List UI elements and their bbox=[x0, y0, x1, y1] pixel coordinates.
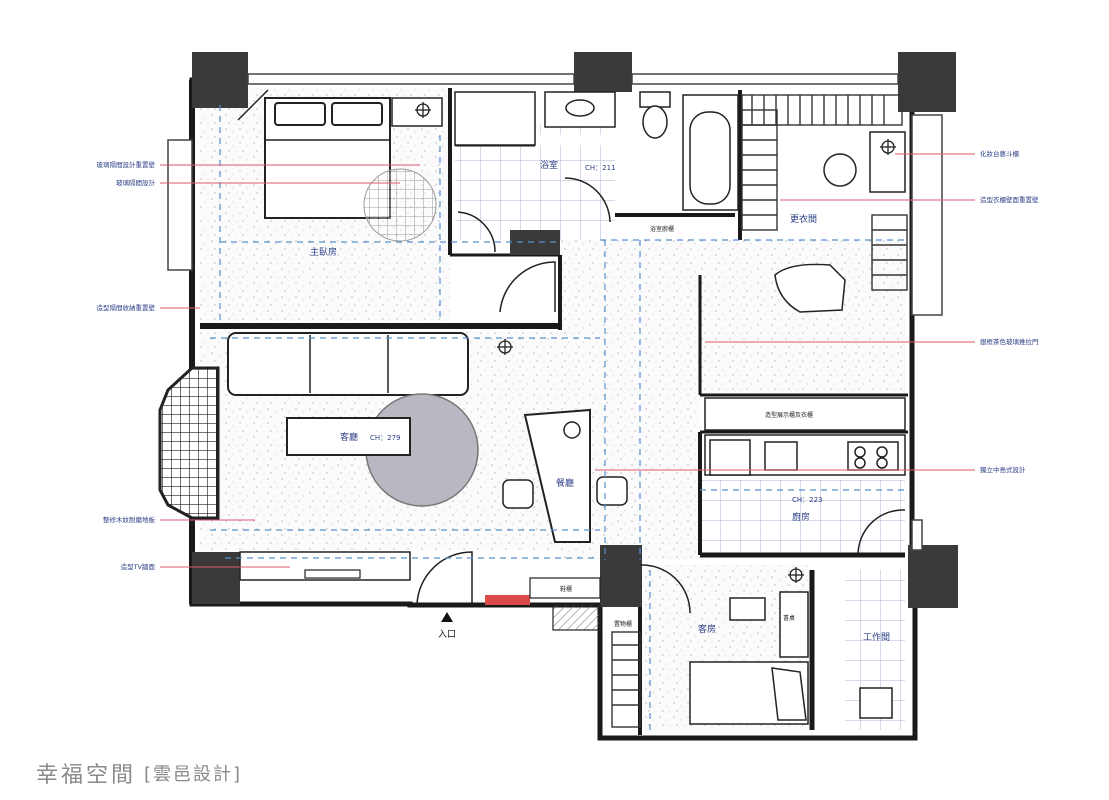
columns bbox=[192, 52, 958, 608]
entrance-label: 入口 bbox=[438, 629, 456, 640]
annotation-left-3: 造型隔間收納重置壁 bbox=[97, 303, 156, 312]
annotation-right-3: 銀框茶色玻璃推拉門 bbox=[980, 337, 1039, 346]
bath-cabinet-label: 浴室廚櫃 bbox=[650, 225, 674, 233]
sofa bbox=[227, 332, 469, 396]
ceiling-bath: CH：211 bbox=[585, 164, 616, 172]
entry-mat bbox=[485, 595, 530, 605]
windows bbox=[167, 73, 943, 551]
tv-icon bbox=[304, 569, 361, 579]
ceiling-living: CH：279 bbox=[370, 434, 401, 442]
kitchen-cabinet-label: 造型展示櫃及衣櫃 bbox=[765, 411, 813, 419]
label-master-bedroom: 主臥房 bbox=[310, 246, 337, 258]
bay-window bbox=[158, 366, 220, 520]
label-closet: 更衣間 bbox=[790, 213, 817, 225]
furniture-text: 浴室廚櫃 造型展示櫃及衣櫃 鞋櫃 置物櫃 書桌 bbox=[560, 225, 813, 628]
annotation-leaders bbox=[160, 153, 975, 568]
annotation-left-4: 整修木紋耐磨地板 bbox=[103, 515, 156, 524]
dining-chair bbox=[596, 476, 628, 506]
door-swings bbox=[237, 89, 906, 614]
annotation-left-5: 造型TV牆面 bbox=[121, 562, 156, 571]
annotation-right-1: 化妝台藝斗櫃 bbox=[980, 149, 1020, 158]
left-annotations: 玻璃隔間設計重置壁 玻璃隔間設計 造型隔間收納重置壁 整修木紋耐磨地板 造型TV… bbox=[97, 160, 156, 571]
label-work-room: 工作間 bbox=[863, 631, 890, 643]
kitchen-counter bbox=[704, 434, 906, 476]
watermark: 幸福空間 [雲邑設計] bbox=[36, 758, 242, 788]
right-annotations: 化妝台藝斗櫃 造型衣櫃壁面重置壁 銀框茶色玻璃推拉門 獨立中島式設計 bbox=[980, 149, 1039, 474]
entrance-arrow-icon bbox=[441, 612, 453, 622]
annotation-right-2: 造型衣櫃壁面重置壁 bbox=[980, 195, 1039, 204]
label-bathroom: 浴室 bbox=[540, 159, 558, 171]
label-guest-room: 客房 bbox=[698, 623, 716, 635]
label-dining: 餐廳 bbox=[556, 477, 574, 489]
room-labels: 主臥房 浴室 更衣間 客廳 餐廳 廚房 客房 工作間 bbox=[310, 159, 890, 643]
closet-cabinet bbox=[704, 397, 906, 431]
bed-master bbox=[264, 97, 391, 219]
watermark-studio: [雲邑設計] bbox=[144, 764, 243, 785]
watermark-brand: 幸福空間 bbox=[36, 763, 137, 788]
light-fixture-icons bbox=[415, 102, 896, 583]
annotation-left-2: 玻璃隔間設計 bbox=[116, 178, 156, 187]
ceiling-kitchen: CH：223 bbox=[792, 496, 823, 504]
ceiling-labels: CH：279 CH：211 CH：223 bbox=[370, 164, 823, 504]
annotation-right-4: 獨立中島式設計 bbox=[980, 465, 1026, 474]
closet-shelves bbox=[611, 94, 908, 728]
guest-room-furniture bbox=[689, 591, 893, 725]
desk-label: 書桌 bbox=[783, 614, 795, 622]
storage-niche bbox=[552, 604, 601, 631]
annotation-left-1: 玻璃隔間設計重置壁 bbox=[97, 160, 156, 169]
shoe-cabinet bbox=[529, 577, 601, 599]
shoe-cabinet-label: 鞋櫃 bbox=[560, 585, 572, 593]
lounge-chair bbox=[774, 263, 846, 313]
ceiling-dash-lines bbox=[210, 105, 905, 730]
coffee-table bbox=[286, 417, 411, 456]
storage-label: 置物櫃 bbox=[614, 620, 632, 628]
pendant-icon bbox=[563, 421, 581, 439]
dining-chair bbox=[502, 479, 534, 509]
label-living-room: 客廳 bbox=[340, 431, 358, 443]
bedroom-rug bbox=[363, 168, 437, 242]
dining-table bbox=[523, 408, 591, 543]
label-kitchen: 廚房 bbox=[792, 511, 810, 523]
